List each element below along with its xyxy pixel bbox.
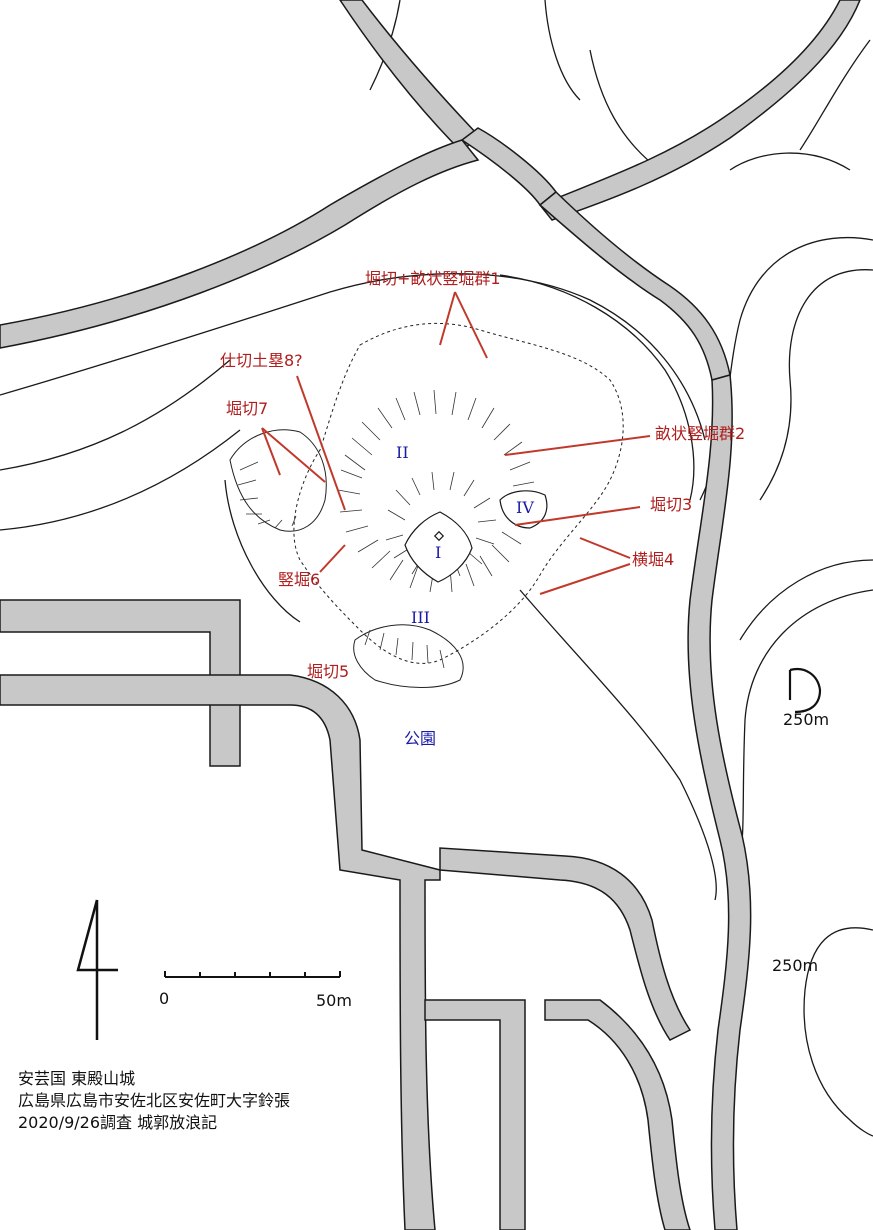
castle-slopes (229, 322, 624, 688)
scale-start-label: 0 (159, 989, 170, 1008)
contour-label-lower: 250m (772, 956, 819, 975)
label-kuruwa-1: I (435, 543, 442, 562)
leader-lines (261, 291, 651, 595)
scale-bar (164, 971, 341, 978)
kuruwa-outlines (404, 490, 548, 583)
label-uneyo-2: 畝状竪堀群2 (655, 424, 746, 443)
label-yokobori-4: 横堀4 (632, 550, 675, 569)
contour-peak (788, 667, 822, 714)
label-shikiri-8: 仕切土塁8? (220, 351, 303, 370)
map-caption: 安芸国 東殿山城 広島県広島市安佐北区安佐町大字鈴張 2020/9/26調査 城… (18, 1068, 290, 1134)
label-kuruwa-4: IV (516, 498, 534, 517)
label-kuruwa-3: III (411, 608, 430, 627)
caption-title: 安芸国 東殿山城 (18, 1069, 136, 1088)
label-tatebori-6: 竪堀6 (278, 570, 321, 589)
label-horikiri-1: 堀切+畝状竪堀群1 (365, 269, 501, 288)
contour-label-upper: 250m (783, 710, 830, 729)
label-horikiri-5: 堀切5 (307, 662, 350, 681)
label-park: 公園 (404, 729, 437, 748)
caption-survey-date: 2020/9/26調査 城郭放浪記 (18, 1113, 218, 1132)
scale-end-label: 50m (316, 991, 352, 1010)
hachure-marks (237, 389, 535, 669)
label-horikiri-3: 堀切3 (650, 495, 693, 514)
label-horikiri-7: 堀切7 (226, 399, 269, 418)
label-kuruwa-2: II (396, 443, 409, 462)
north-arrow-icon (76, 899, 118, 1040)
caption-address: 広島県広島市安佐北区安佐町大字鈴張 (18, 1091, 291, 1110)
